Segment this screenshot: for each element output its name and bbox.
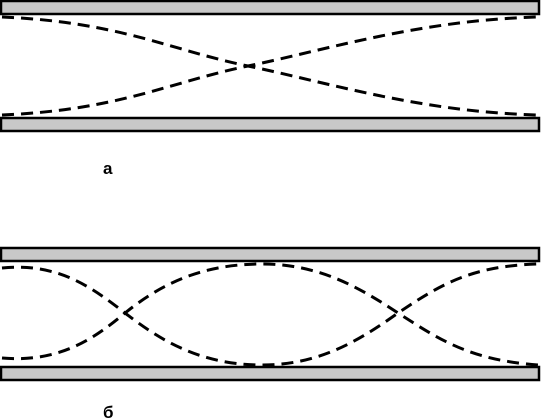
panel-a-wave-falling — [1, 15, 539, 117]
panel-b-bottom-plate — [0, 365, 541, 382]
panel-a-top-plate — [0, 0, 541, 16]
panel-b-wave-two — [1, 262, 539, 367]
panel-a-wave-rising — [1, 15, 539, 117]
panel-a-label: а — [103, 159, 113, 178]
panel-b: б — [0, 246, 541, 420]
panel-a-bottom-plate — [0, 116, 541, 133]
panel-b-top-plate — [0, 246, 541, 263]
panel-a: а — [0, 0, 541, 178]
panel-b-wave-one — [1, 262, 539, 367]
panel-b-label: б — [103, 403, 114, 420]
